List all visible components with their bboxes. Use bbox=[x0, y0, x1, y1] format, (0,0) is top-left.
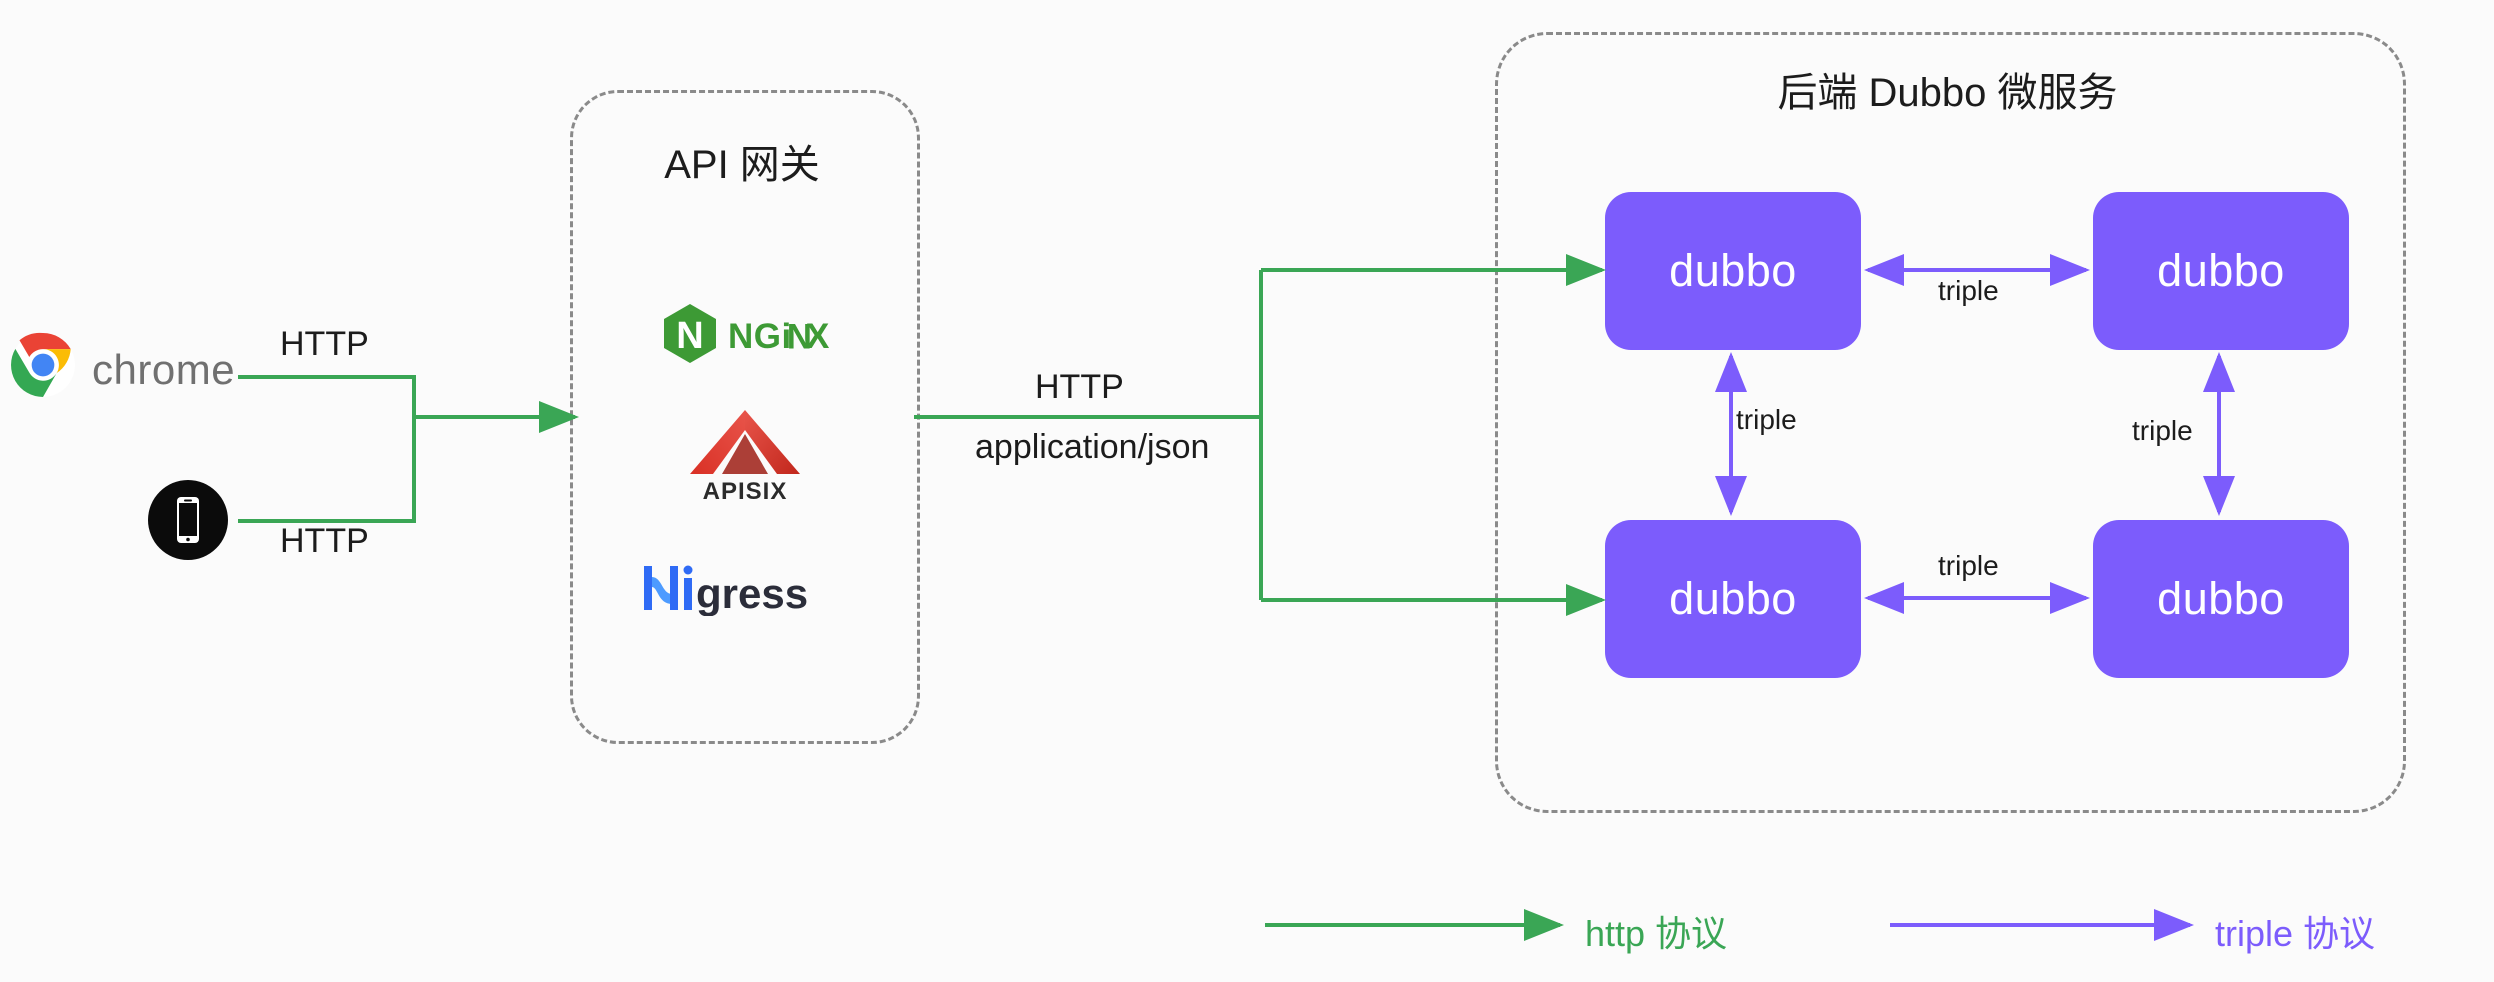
edge-label-triple-right: triple bbox=[2132, 415, 2193, 446]
legend-label-http: http 协议 bbox=[1585, 913, 1728, 954]
mobile-phone-icon bbox=[148, 480, 228, 565]
chrome-label: chrome bbox=[92, 346, 236, 393]
svg-text:N: N bbox=[787, 316, 812, 355]
apisix-logo: APISIX bbox=[680, 404, 810, 509]
svg-text:X: X bbox=[806, 317, 830, 356]
edge-chrome-to-gateway bbox=[238, 375, 416, 417]
dubbo-node-bottom-left[interactable]: dubbo bbox=[1605, 520, 1861, 678]
legend-label-triple: triple 协议 bbox=[2215, 913, 2376, 954]
edge-label-http-chrome: HTTP bbox=[280, 325, 369, 363]
dubbo-node-top-right[interactable]: dubbo bbox=[2093, 192, 2349, 350]
edge-label-content-type: application/json bbox=[975, 428, 1210, 466]
svg-text:gress: gress bbox=[696, 570, 808, 616]
backend-dubbo-title: 后端 Dubbo 微服务 bbox=[1777, 71, 2118, 115]
dubbo-node-bottom-right[interactable]: dubbo bbox=[2093, 520, 2349, 678]
chrome-client: chrome bbox=[10, 332, 235, 403]
dubbo-node-label: dubbo bbox=[2157, 245, 2285, 296]
svg-text:APISIX: APISIX bbox=[703, 478, 788, 504]
dubbo-node-top-left[interactable]: dubbo bbox=[1605, 192, 1861, 350]
edge-label-triple-top: triple bbox=[1938, 275, 1999, 306]
chrome-icon bbox=[10, 332, 76, 402]
backend-dubbo-container bbox=[1495, 32, 2406, 813]
dubbo-node-label: dubbo bbox=[1669, 245, 1797, 296]
edge-mobile-to-gateway bbox=[238, 417, 416, 523]
svg-text:N: N bbox=[676, 315, 703, 357]
nginx-logo: N NGi N X bbox=[660, 302, 836, 369]
edge-label-triple-bottom: triple bbox=[1938, 550, 1999, 581]
dubbo-node-label: dubbo bbox=[2157, 573, 2285, 624]
dubbo-node-label: dubbo bbox=[1669, 573, 1797, 624]
edge-label-http-gateway: HTTP bbox=[1035, 368, 1124, 406]
edge-label-http-mobile: HTTP bbox=[280, 522, 369, 560]
edge-label-triple-left: triple bbox=[1736, 404, 1797, 435]
higress-logo: gress bbox=[640, 560, 840, 621]
svg-text:NGi: NGi bbox=[728, 317, 792, 356]
api-gateway-title: API 网关 bbox=[664, 143, 820, 187]
